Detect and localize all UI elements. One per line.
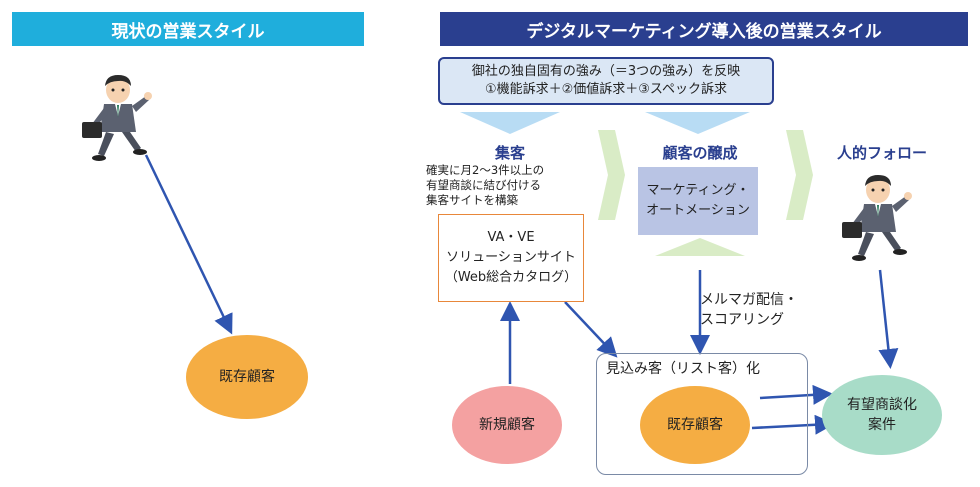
chevron-down-acquisition (460, 112, 560, 134)
existing-customer-oval-right: 既存顧客 (640, 386, 750, 464)
strength-box: 御社の独自固有の強み（＝3つの強み）を反映 ①機能訴求＋②価値訴求＋③スペック訴… (438, 57, 774, 105)
deal-line-2: 案件 (868, 417, 896, 433)
arrow-site-to-prospect (564, 301, 618, 358)
marketing-automation-box: マーケティング・ オートメーション (638, 167, 758, 235)
arrow-person-to-existing (144, 154, 233, 335)
acq-desc-line-2: 有望商談に結び付ける (426, 178, 541, 192)
site-line-1: VA・VE (487, 230, 535, 245)
existing-left-label: 既存顧客 (219, 369, 275, 385)
existing-right-label: 既存顧客 (667, 417, 723, 433)
arrow-follow-to-deal (878, 269, 899, 369)
current-style-title: 現状の営業スタイル (111, 21, 265, 42)
chevron-up-ma (655, 238, 745, 256)
mail-line-2: スコアリング (700, 312, 784, 328)
arrow-prospect-to-deal-2 (751, 414, 835, 435)
prospect-label: 見込み客（リスト客）化 (606, 361, 760, 377)
acq-desc-line-3: 集客サイトを構築 (426, 193, 518, 207)
ma-line-1: マーケティング・ (646, 183, 750, 198)
mail-line-1: メルマガ配信・ (700, 292, 798, 308)
chevron-down-nurturing (645, 112, 750, 134)
deal-line-1: 有望商談化 (847, 397, 917, 413)
section-nurturing: 顧客の醸成 (662, 144, 738, 162)
chevron-right-1 (598, 130, 625, 220)
ma-line-2: オートメーション (646, 203, 750, 218)
after-style-header: デジタルマーケティング導入後の営業スタイル (440, 12, 968, 46)
acquisition-description: 確実に月2～3件以上の 有望商談に結び付ける 集客サイトを構築 (426, 163, 586, 208)
after-style-title: デジタルマーケティング導入後の営業スタイル (526, 21, 882, 42)
solution-site-box: VA・VE ソリューションサイト （Web総合カタログ） (438, 214, 584, 302)
arrow-prospect-to-deal-1 (759, 384, 833, 405)
site-line-2: ソリューションサイト (446, 250, 576, 265)
acq-desc-line-1: 確実に月2～3件以上の (426, 163, 545, 177)
salesman-right-icon (842, 175, 912, 261)
current-style-header: 現状の営業スタイル (12, 12, 364, 46)
section-acquisition: 集客 (494, 144, 525, 162)
strength-line-2: ①機能訴求＋②価値訴求＋③スペック訴求 (484, 82, 728, 97)
new-customer-oval: 新規顧客 (452, 386, 562, 464)
chevron-right-2 (786, 130, 813, 220)
section-follow: 人的フォロー (836, 144, 927, 162)
promising-deal-oval: 有望商談化 案件 (822, 375, 942, 455)
existing-customer-oval-left: 既存顧客 (186, 335, 308, 419)
prospect-box (596, 353, 808, 475)
salesman-left-icon (82, 75, 152, 161)
strength-line-1: 御社の独自固有の強み（＝3つの強み）を反映 (471, 64, 741, 79)
site-line-3: （Web総合カタログ） (444, 270, 578, 285)
mail-scoring-label: メルマガ配信・ スコアリング (700, 290, 798, 330)
new-customer-label: 新規顧客 (479, 417, 535, 433)
